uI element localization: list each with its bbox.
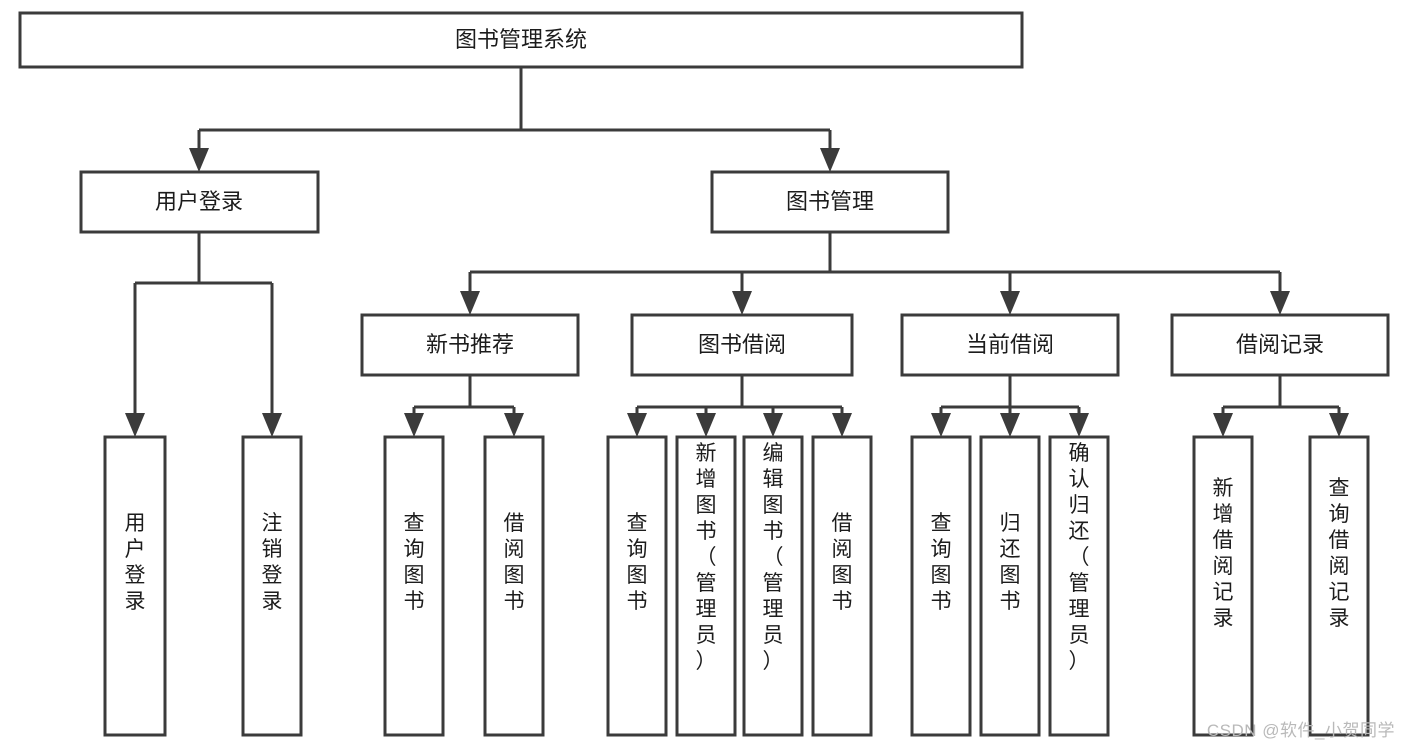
leaf-add-book-label: 新增图书（管理员） <box>696 442 717 673</box>
leaf-edit-book[interactable]: 编辑图书（管理员） <box>742 435 804 737</box>
arrow-user-login-leaf1 <box>125 413 145 437</box>
arrow-user-login-leaf2 <box>262 413 282 437</box>
node-user-login[interactable]: 用户登录 <box>79 170 320 234</box>
leaf-query-book-1[interactable]: 查询图书 <box>383 435 445 737</box>
leaf-add-record-label: 新增借阅记录 <box>1213 477 1234 630</box>
leaf-borrow-book-1[interactable]: 借阅图书 <box>483 435 545 737</box>
leaf-query-book-1-box[interactable] <box>383 435 445 737</box>
leaf-user-login-label: 用户登录 <box>125 512 146 613</box>
leaf-query-record-box[interactable] <box>1308 435 1370 737</box>
node-borrow-record[interactable]: 借阅记录 <box>1170 313 1390 377</box>
node-new-book-rec-label: 新书推荐 <box>426 332 514 357</box>
arrow-cb-leaf2 <box>1000 413 1020 437</box>
leaf-query-book-3-box[interactable] <box>910 435 972 737</box>
leaf-user-login[interactable]: 用户登录 <box>103 435 167 737</box>
leaf-confirm-return-box[interactable] <box>1048 435 1110 737</box>
node-current-borrow-label: 当前借阅 <box>966 332 1054 357</box>
arrow-to-book-manage <box>820 148 840 172</box>
leaf-query-record-label: 查询借阅记录 <box>1329 477 1350 630</box>
leaf-query-book-1-label: 查询图书 <box>404 512 425 613</box>
leaf-return-book[interactable]: 归还图书 <box>979 435 1041 737</box>
node-user-login-box[interactable] <box>79 170 320 234</box>
node-root-system[interactable]: 图书管理系统 <box>18 11 1024 69</box>
edges-layer <box>125 67 1349 437</box>
arrow-br-leaf1 <box>1213 413 1233 437</box>
leaf-return-book-label: 归还图书 <box>1000 512 1021 613</box>
leaf-logout[interactable]: 注销登录 <box>241 435 303 737</box>
node-new-book-rec-box[interactable] <box>360 313 580 377</box>
node-root-box[interactable] <box>18 11 1024 69</box>
node-book-manage[interactable]: 图书管理 <box>710 170 950 234</box>
leaf-add-book-box[interactable] <box>675 435 737 737</box>
arrow-nbr-leaf1 <box>404 413 424 437</box>
leaf-edit-book-box[interactable] <box>742 435 804 737</box>
node-book-borrow-box[interactable] <box>630 313 854 377</box>
leaf-confirm-return[interactable]: 确认归还（管理员） <box>1048 435 1110 737</box>
leaf-borrow-book-1-label: 借阅图书 <box>504 512 525 613</box>
arrow-to-user-login <box>189 148 209 172</box>
leaf-add-record-box[interactable] <box>1192 435 1254 737</box>
arrow-bb-leaf3 <box>763 413 783 437</box>
node-current-borrow[interactable]: 当前借阅 <box>900 313 1120 377</box>
arrow-bb-leaf1 <box>627 413 647 437</box>
node-book-borrow[interactable]: 图书借阅 <box>630 313 854 377</box>
arrow-bb-leaf2 <box>696 413 716 437</box>
leaf-borrow-book-2[interactable]: 借阅图书 <box>811 435 873 737</box>
leaf-query-record[interactable]: 查询借阅记录 <box>1308 435 1370 737</box>
leaf-borrow-book-2-box[interactable] <box>811 435 873 737</box>
arrow-to-borrow-record <box>1270 291 1290 315</box>
leaf-confirm-return-label: 确认归还（管理员） <box>1069 442 1090 673</box>
leaf-logout-label: 注销登录 <box>262 512 283 613</box>
leaf-query-book-2-label: 查询图书 <box>627 512 648 613</box>
arrow-to-current-borrow <box>1000 291 1020 315</box>
arrow-cb-leaf3 <box>1069 413 1089 437</box>
node-root-label: 图书管理系统 <box>455 27 587 52</box>
leaf-add-book[interactable]: 新增图书（管理员） <box>675 435 737 737</box>
leaf-user-login-box[interactable] <box>103 435 167 737</box>
node-borrow-record-box[interactable] <box>1170 313 1390 377</box>
node-book-borrow-label: 图书借阅 <box>698 332 786 357</box>
leaf-query-book-2-box[interactable] <box>606 435 668 737</box>
arrow-to-book-borrow <box>732 291 752 315</box>
leaf-query-book-2[interactable]: 查询图书 <box>606 435 668 737</box>
node-borrow-record-label: 借阅记录 <box>1236 332 1324 357</box>
leaf-query-book-3[interactable]: 查询图书 <box>910 435 972 737</box>
node-book-manage-box[interactable] <box>710 170 950 234</box>
arrow-nbr-leaf2 <box>504 413 524 437</box>
leaf-query-book-3-label: 查询图书 <box>931 512 952 613</box>
node-book-manage-label: 图书管理 <box>786 189 874 214</box>
arrow-bb-leaf4 <box>832 413 852 437</box>
node-new-book-rec[interactable]: 新书推荐 <box>360 313 580 377</box>
arrow-to-new-book-rec <box>460 291 480 315</box>
leaf-borrow-book-1-box[interactable] <box>483 435 545 737</box>
node-user-login-label: 用户登录 <box>155 189 243 214</box>
leaf-edit-book-label: 编辑图书（管理员） <box>763 442 784 673</box>
csdn-watermark: CSDN @软件_小贺同学 <box>1206 721 1395 740</box>
arrow-br-leaf2 <box>1329 413 1349 437</box>
node-current-borrow-box[interactable] <box>900 313 1120 377</box>
leaf-return-book-box[interactable] <box>979 435 1041 737</box>
leaf-logout-box[interactable] <box>241 435 303 737</box>
leaf-add-record[interactable]: 新增借阅记录 <box>1192 435 1254 737</box>
leaf-borrow-book-2-label: 借阅图书 <box>832 512 853 613</box>
arrow-cb-leaf1 <box>931 413 951 437</box>
